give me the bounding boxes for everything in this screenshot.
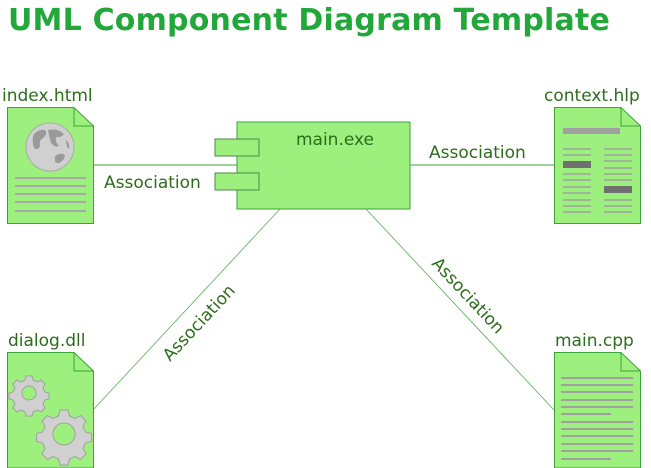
text-columns-icon <box>563 128 632 213</box>
small-gear-icon <box>8 375 50 417</box>
document-name: dialog.dll <box>8 331 86 351</box>
document-name: index.html <box>2 86 93 106</box>
document-name: main.cpp <box>555 331 634 351</box>
document-name: context.hlp <box>544 86 640 106</box>
gears-icon <box>8 375 92 466</box>
source-code-lines-icon <box>561 377 633 460</box>
association-line-main-dialog[interactable] <box>92 208 281 411</box>
component-main-exe[interactable]: main.exe <box>214 121 411 210</box>
component-name: main.exe <box>296 130 374 150</box>
text-lines-icon <box>15 177 86 212</box>
document-context-hlp[interactable]: context.hlp <box>544 86 641 224</box>
component-port-1 <box>214 138 260 157</box>
globe-icon <box>25 122 75 172</box>
association-label-index-main: Association <box>104 173 201 193</box>
association-label-main-context: Association <box>429 143 526 163</box>
diagram-title: UML Component Diagram Template <box>8 3 611 38</box>
large-gear-icon <box>36 409 92 466</box>
document-main-cpp[interactable]: main.cpp <box>554 331 641 468</box>
association-label-main-cpp: Association <box>427 254 508 338</box>
association-line-main-cpp[interactable] <box>365 208 555 411</box>
document-dialog-dll[interactable]: dialog.dll <box>7 331 94 468</box>
component-port-2 <box>214 172 260 191</box>
association-label-main-dialog: Association <box>159 281 240 365</box>
document-index-html[interactable]: index.html <box>2 86 94 224</box>
